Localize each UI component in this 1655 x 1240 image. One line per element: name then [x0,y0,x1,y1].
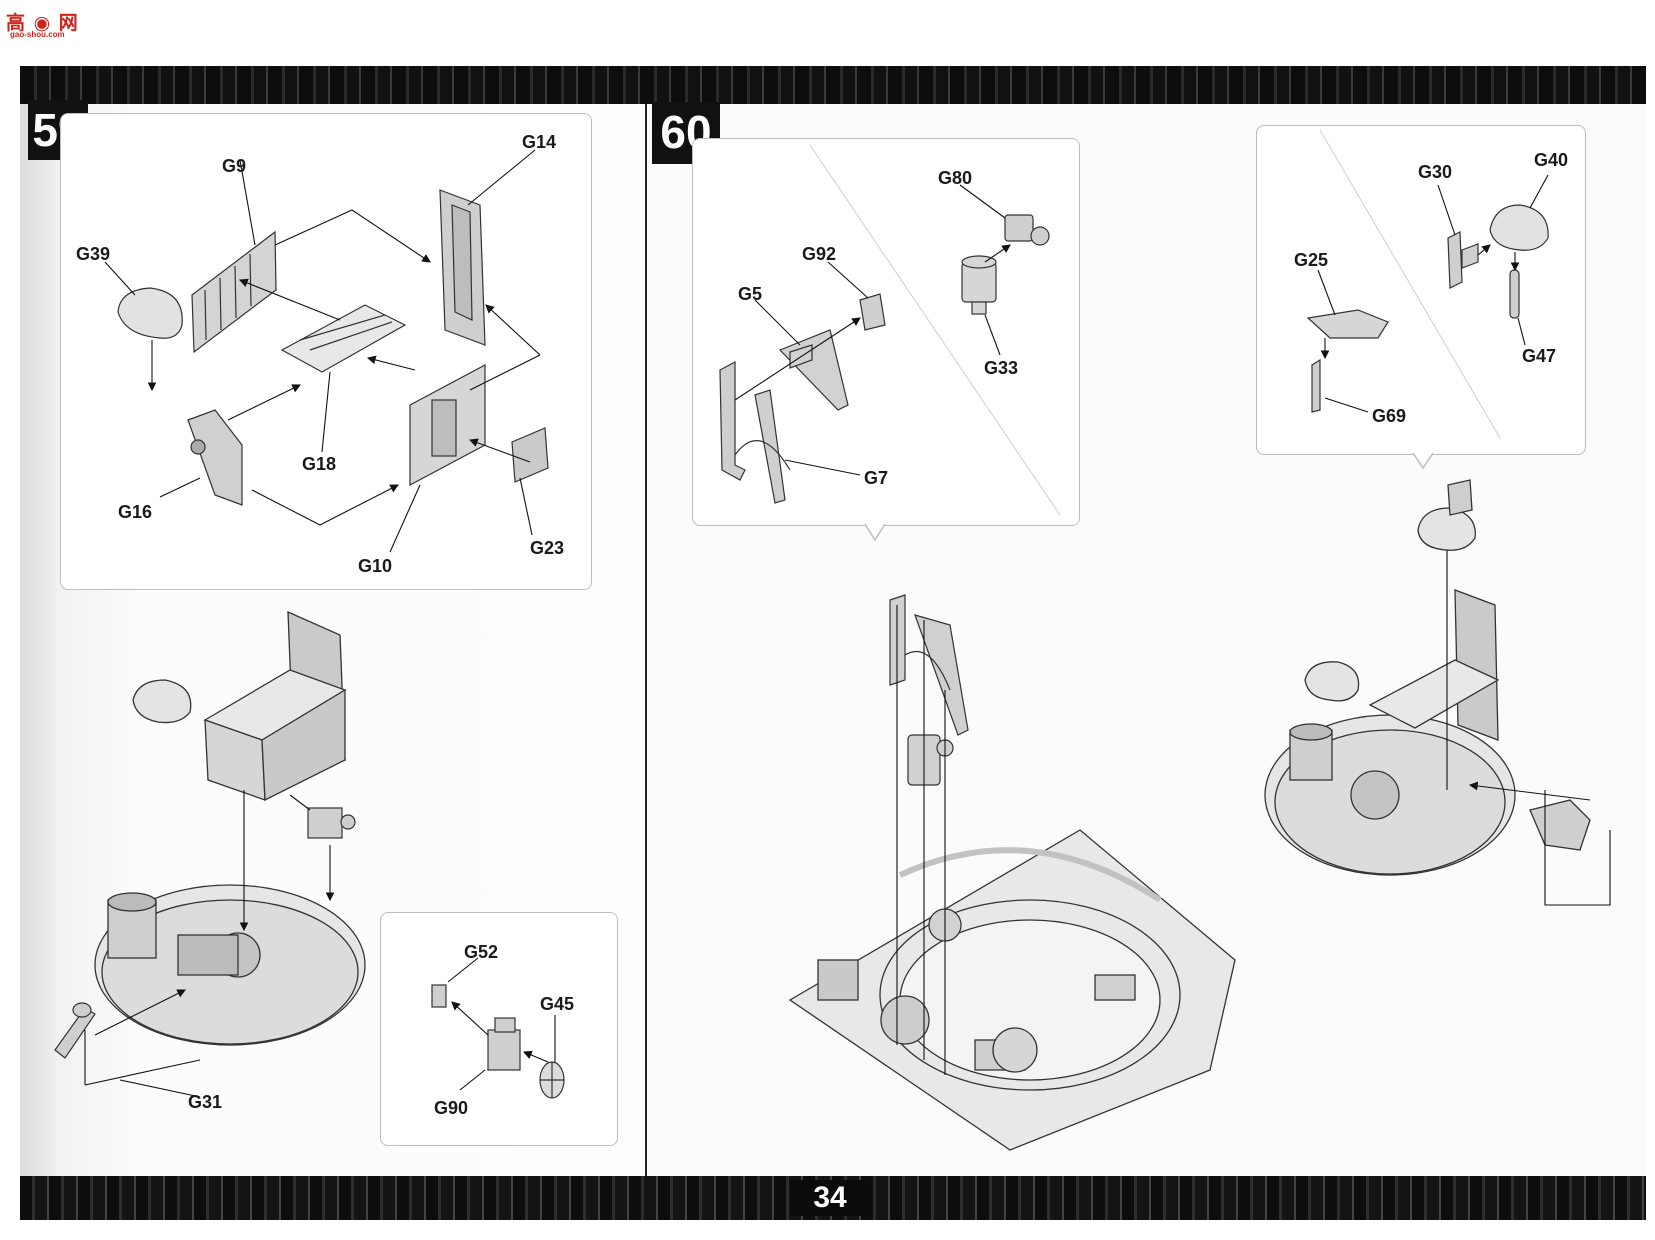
label-g9: G9 [222,156,247,176]
part-g5-frame [778,329,849,411]
label-g25: G25 [1294,250,1329,270]
label-g18: G18 [302,454,337,474]
label-g92: G92 [802,244,837,264]
part-g31-handle [54,1002,96,1059]
step60-vertical-lines [896,605,946,1075]
step60-left-detail-panel [692,138,1080,526]
part-g52-small [431,984,447,1008]
watermark-url: gao-shou.com [10,30,65,39]
step60-panel-diagonal [809,129,1501,516]
part-g92-clamp [859,293,886,331]
label-g39: G39 [76,244,111,264]
page-number: 34 [790,1180,870,1216]
part-g80-part [1004,214,1050,246]
panel-callout-notches [864,452,1434,542]
label-g23: G23 [530,538,565,558]
part-g25-plate [1306,309,1389,339]
part-g23-box [511,427,549,483]
part-g33-motor [961,255,997,315]
step60-right-detail-panel [1256,125,1586,455]
watermark-logo-text: 高 ◉ 网 [6,12,79,34]
label-g31: G31 [188,1092,223,1112]
label-g7: G7 [864,468,889,488]
part-g18-floor [280,304,407,373]
label-g90: G90 [434,1098,469,1118]
label-g14: G14 [522,132,557,152]
label-g80: G80 [938,168,973,188]
step60-hull-floor [788,829,1236,1151]
step59-valve-part [307,807,356,839]
top-header-bar [20,66,1646,104]
label-g30: G30 [1418,162,1453,182]
part-g14-wall [439,189,486,346]
step59-main-lines [84,790,335,1098]
step59-seat-assembly [132,610,347,802]
step60-right-assembly-lines [1446,550,1611,906]
part-g9-wall [191,230,277,354]
watermark-logo: 高 ◉ 网 gao-shou.com [6,8,79,42]
label-g47: G47 [1522,346,1557,366]
step60-mast-assembly [889,594,969,786]
part-g69-rod [1311,358,1321,413]
label-g52: G52 [464,942,499,962]
label-g10: G10 [358,556,393,576]
step59-detail-lines [447,957,556,1091]
label-g40: G40 [1534,150,1569,170]
part-g40-seat [1489,204,1549,251]
step60-turret-assembly [1264,479,1591,876]
label-g69: G69 [1372,406,1407,426]
label-g16: G16 [118,502,153,522]
part-g10-wall [409,364,486,486]
step59-turret-floor [94,884,366,1046]
label-g45: G45 [540,994,575,1014]
step60-panel-lines [734,184,1011,476]
part-g39-seat [117,287,183,339]
label-g5: G5 [738,284,763,304]
part-g90-gearbox [487,1017,521,1071]
step59-assembly-lines [104,149,541,553]
part-g7-frame [719,361,791,504]
part-g30-bracket [1447,231,1479,289]
part-g16-bracket [187,409,243,506]
part-g47-post [1509,269,1520,319]
page-divider [645,104,647,1176]
part-g45-wheel [539,1061,565,1099]
step60-right-panel-lines [1317,174,1549,413]
label-g33: G33 [984,358,1019,378]
